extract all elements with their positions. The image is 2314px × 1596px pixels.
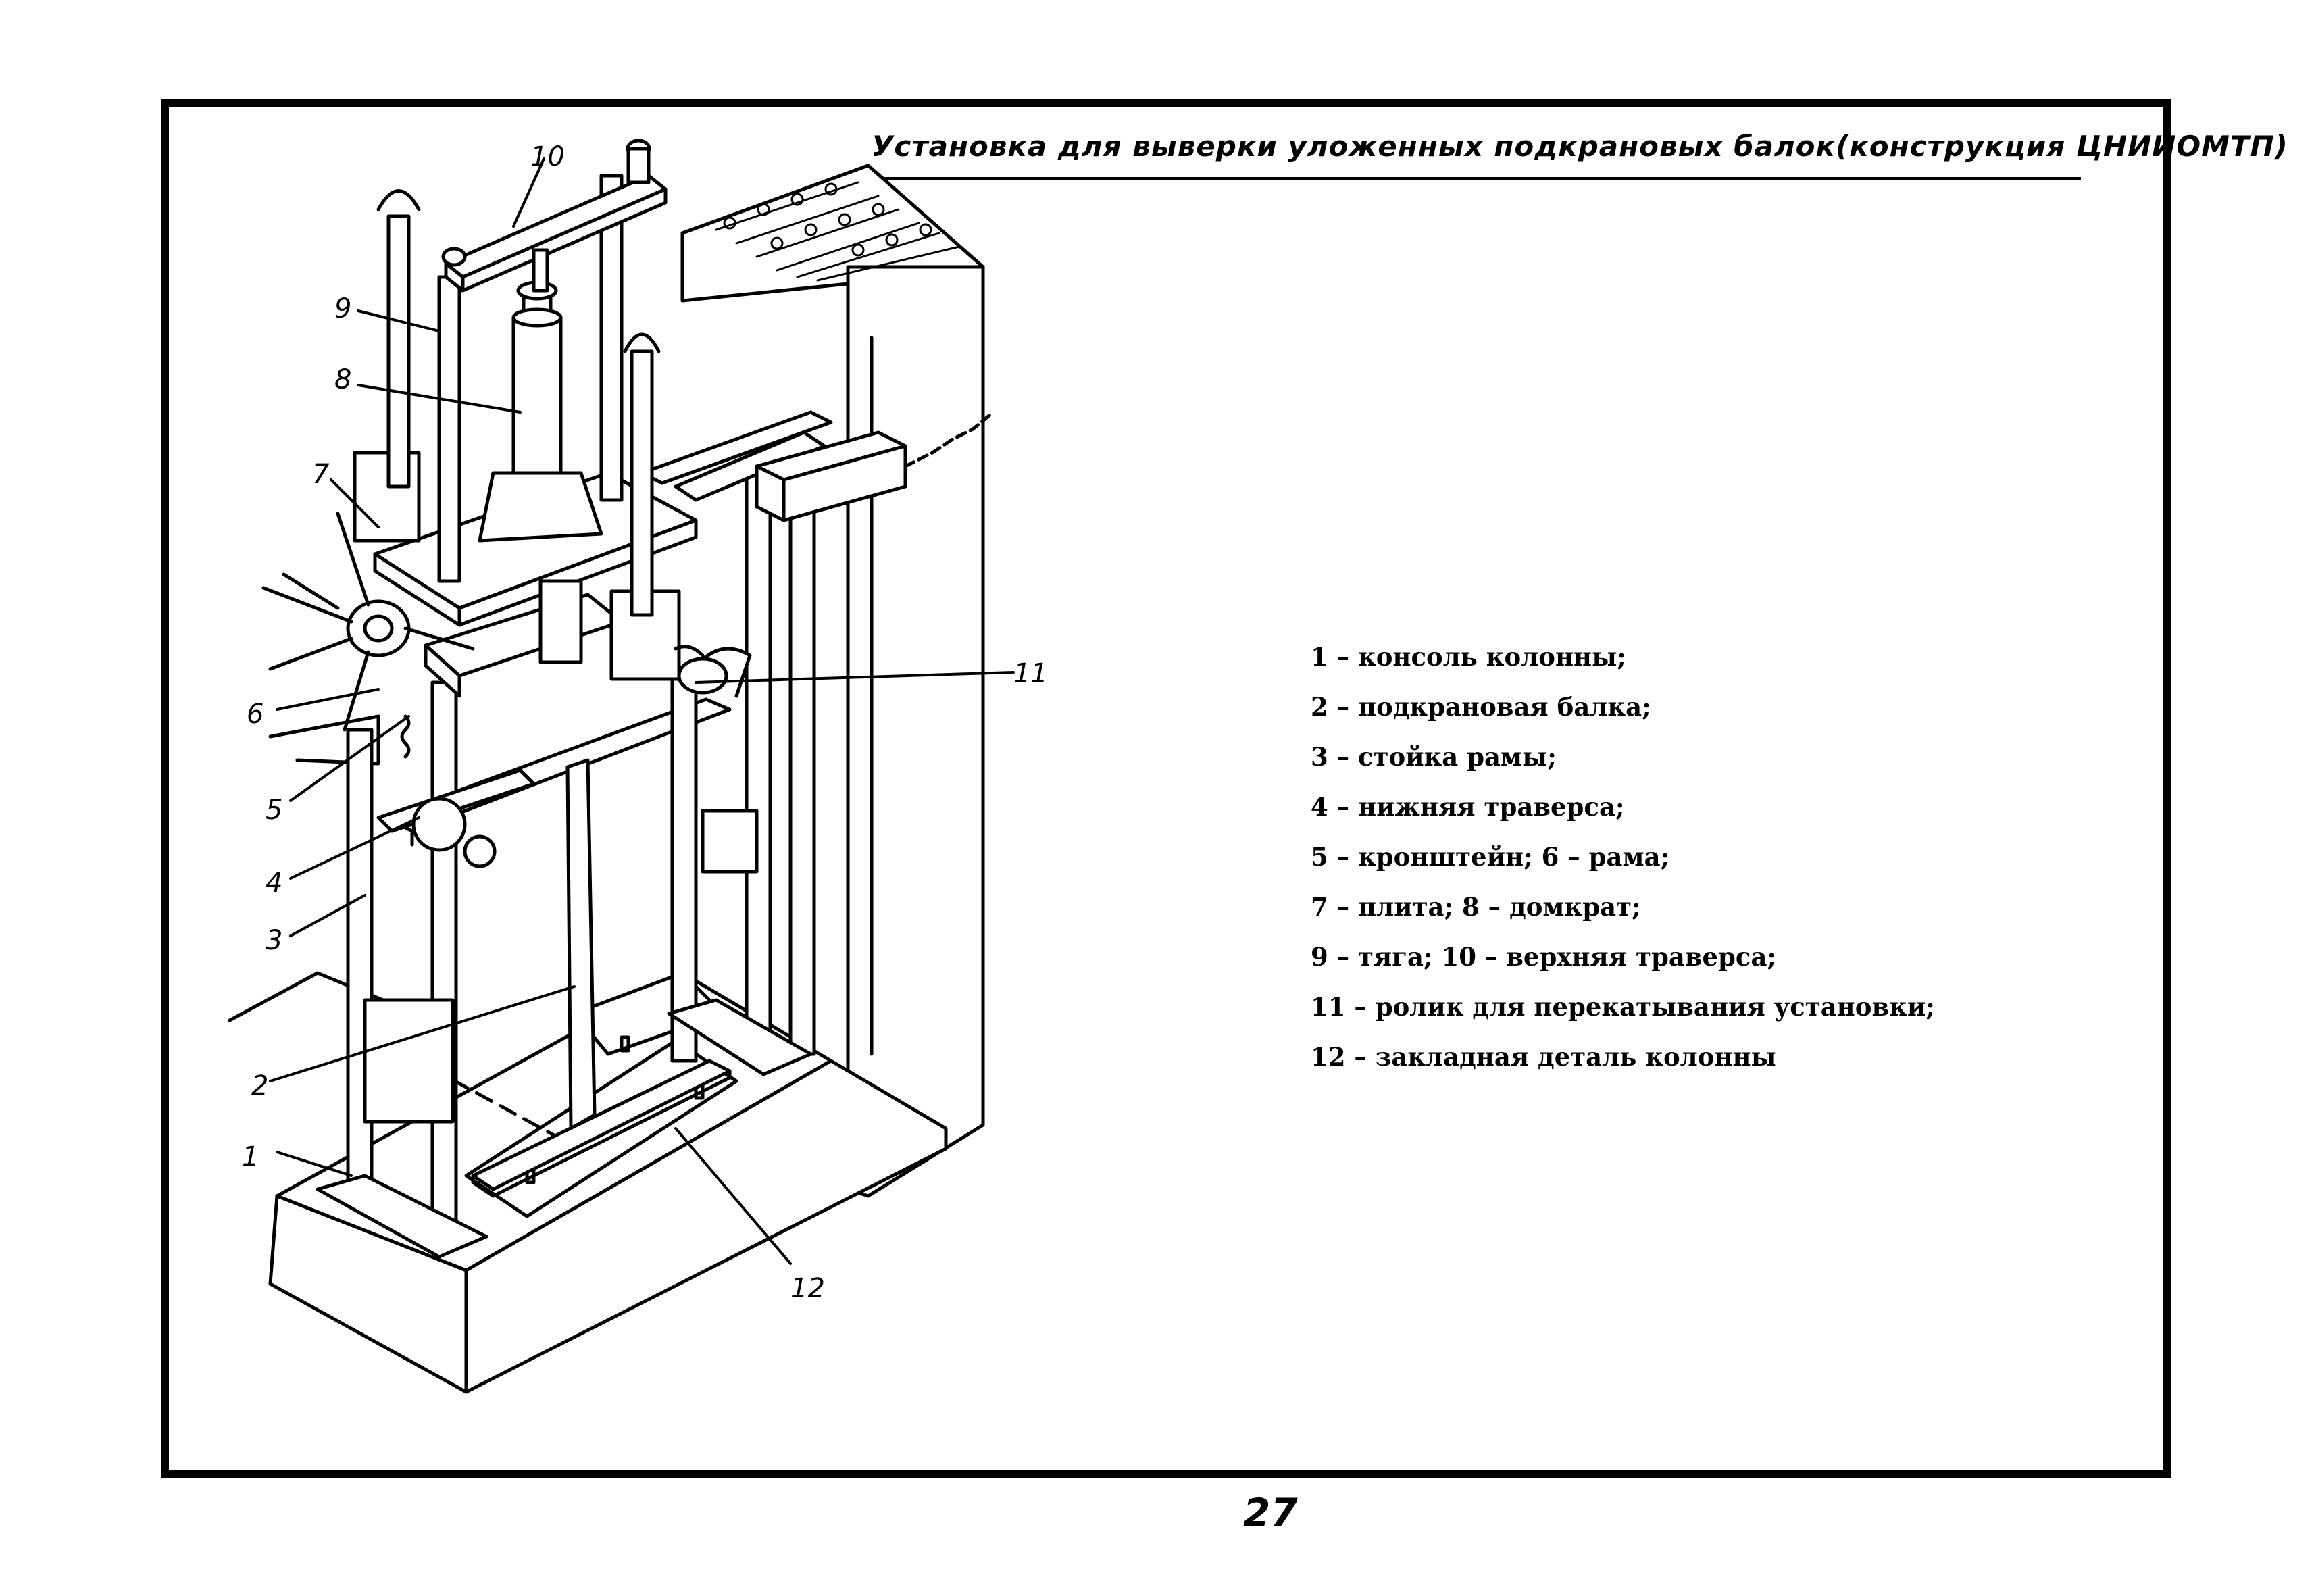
legend-item-5-6: 5 – кронштейн; 6 – рама; — [1311, 842, 1670, 872]
callout-2: 2 — [251, 1070, 268, 1101]
callout-12: 12 — [790, 1273, 825, 1304]
callout-3: 3 — [266, 925, 282, 956]
legend: 1 – консоль колонны; 2 – подкрановая бал… — [1311, 632, 1935, 1082]
callout-10: 10 — [530, 141, 565, 172]
callout-6: 6 — [247, 699, 263, 730]
legend-item-9-10: 9 – тяга; 10 – верхняя траверса; — [1311, 942, 1777, 972]
legend-item-7-8: 7 – плита; 8 – домкрат; — [1311, 892, 1641, 922]
legend-item-3: 3 – стойка рамы; — [1311, 742, 1557, 772]
legend-item-2: 2 – подкрановая балка; — [1311, 692, 1651, 722]
upper-traverse — [441, 139, 668, 293]
callout-5: 5 — [266, 795, 282, 826]
jack — [478, 248, 603, 543]
legend-item-4: 4 – нижняя траверса; — [1311, 792, 1625, 822]
callout-8: 8 — [334, 364, 351, 395]
callout-4: 4 — [266, 868, 282, 899]
page-number: 27 — [1243, 1490, 1298, 1536]
legend-item-12: 12 – закладная деталь колонны — [1311, 1042, 1776, 1072]
leader-lines — [269, 157, 1015, 1265]
legend-item-1: 1 – консоль колонны; — [1311, 642, 1626, 672]
title-underline — [865, 177, 2081, 180]
roller — [674, 645, 728, 695]
legend-item-11: 11 – ролик для перекатывания установки; — [1311, 992, 1935, 1022]
callout-labels: 1 2 3 4 5 6 7 8 9 10 11 12 — [242, 141, 1048, 1304]
drawing-frame — [161, 99, 2171, 1478]
lower-traverse — [376, 714, 536, 868]
callout-7: 7 — [312, 459, 330, 490]
callout-11: 11 — [1013, 658, 1048, 689]
figure-title: Установка для выверки уложенных подкрано… — [872, 130, 2288, 163]
handwheel — [261, 512, 475, 732]
tie-rods — [376, 174, 661, 617]
frame-plate-outline — [268, 714, 380, 766]
callout-1: 1 — [242, 1141, 259, 1172]
callout-9: 9 — [334, 293, 351, 324]
